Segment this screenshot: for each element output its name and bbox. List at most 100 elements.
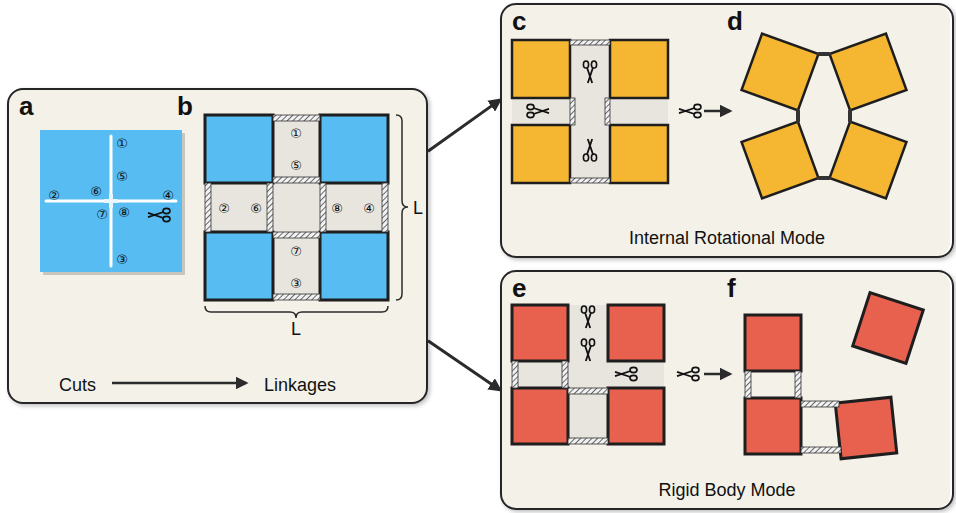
linkage-sheet (320, 183, 326, 232)
callout-number: ④ (162, 189, 174, 202)
callout-number: ① (116, 137, 128, 150)
panel-ground (500, 3, 950, 258)
separated-squares (745, 293, 923, 459)
linkage-sheet (562, 361, 568, 388)
callout-number: ⑧ (118, 206, 130, 219)
panel-ground (7, 88, 428, 404)
scissors-icon (581, 306, 594, 328)
separated-squares (745, 371, 751, 398)
dimension-label: L (413, 199, 423, 217)
linkage-sheet (512, 305, 664, 444)
callout-number: ② (218, 202, 230, 215)
step-label: Cuts (59, 374, 96, 396)
separated-squares (835, 397, 897, 459)
separated-squares (745, 371, 841, 453)
rotated-squares (830, 122, 907, 199)
figure-panel: cdInternal Rotational Mode (500, 3, 954, 258)
panel-letter: e (512, 274, 526, 302)
flow-arrow (704, 373, 730, 376)
linkage-sheet (205, 115, 388, 300)
callout-number: ⑥ (250, 202, 262, 215)
rotated-squares (848, 111, 852, 121)
flow-arrow (704, 110, 730, 113)
rotated-squares (742, 34, 907, 199)
linkage-sheet (273, 177, 320, 183)
callout-number: ③ (290, 277, 302, 290)
separated-squares (801, 447, 841, 453)
scissors-icon (148, 208, 170, 221)
linkage-sheet (512, 98, 668, 125)
linkage-sheet (512, 40, 570, 98)
scissors-icon (677, 367, 699, 380)
separated-squares (853, 293, 924, 364)
linkage-sheet (570, 98, 575, 125)
dimension-brace (205, 115, 408, 318)
panel-ground (500, 270, 950, 510)
linkage-sheet (205, 183, 388, 232)
callout-number: ⑥ (90, 185, 102, 198)
step-label: Linkages (264, 374, 336, 396)
separated-squares (745, 398, 801, 454)
cut-sheet (40, 130, 185, 275)
linkage-sheet (205, 115, 388, 300)
scissors-icon (583, 61, 596, 83)
separated-squares (801, 401, 839, 407)
callout-number: ④ (363, 202, 375, 215)
linkage-sheet (512, 40, 668, 183)
linkage-sheet (610, 40, 668, 98)
rotated-squares (819, 176, 829, 180)
rotated-squares (796, 111, 800, 121)
linkage-sheet (512, 361, 608, 444)
linkage-sheet (205, 232, 273, 300)
scissors-icon (679, 104, 701, 117)
linkage-sheet (570, 40, 610, 183)
callout-number: ③ (116, 253, 128, 266)
linkage-sheet (273, 115, 320, 121)
linkage-sheet (512, 305, 664, 444)
rotated-squares (742, 34, 819, 111)
panel-letter: f (727, 274, 736, 302)
cut-sheet (104, 194, 118, 208)
linkage-sheet (512, 125, 570, 183)
linkage-sheet (608, 305, 664, 361)
linkage-sheet (570, 40, 610, 45)
rotated-squares (742, 34, 907, 199)
linkage-sheet (512, 40, 668, 183)
linkage-sheet (320, 115, 388, 183)
callout-number: ① (290, 127, 302, 140)
scissors-icon (581, 306, 699, 381)
dimension-label: L (291, 320, 301, 338)
linkage-sheet (273, 294, 320, 300)
rotated-squares (798, 54, 850, 178)
flow-arrow (112, 383, 246, 384)
linkage-sheet (608, 388, 664, 444)
scissors-icon (583, 139, 596, 161)
linkage-sheet (267, 183, 273, 232)
linkage-sheet (605, 98, 610, 125)
callout-number: ⑤ (290, 159, 302, 172)
callout-number: ⑦ (96, 208, 108, 221)
linkage-sheet (512, 305, 568, 361)
linkage-sheet (570, 178, 610, 183)
separated-squares (745, 315, 801, 371)
linkage-sheet (382, 183, 388, 232)
dimension-brace (396, 115, 408, 300)
linkage-sheet (568, 388, 608, 394)
scissors-icon (581, 339, 594, 361)
dimension-brace (205, 306, 388, 318)
linkage-sheet (568, 438, 608, 444)
linkage-sheet (205, 115, 388, 300)
panel-letter: a (19, 92, 33, 120)
flow-arrow (112, 382, 246, 385)
figure-panel: a bCuts Linkages (7, 88, 428, 404)
linkage-sheet (512, 361, 518, 388)
panel-letter: d (727, 7, 743, 35)
linkage-sheet (205, 183, 211, 232)
rotated-squares (742, 122, 819, 199)
callout-number: ⑧ (331, 202, 343, 215)
flow-arrow (704, 374, 730, 375)
linkage-sheet (512, 361, 664, 388)
panel-letter: b (177, 92, 193, 120)
scissors-icon (615, 367, 637, 380)
